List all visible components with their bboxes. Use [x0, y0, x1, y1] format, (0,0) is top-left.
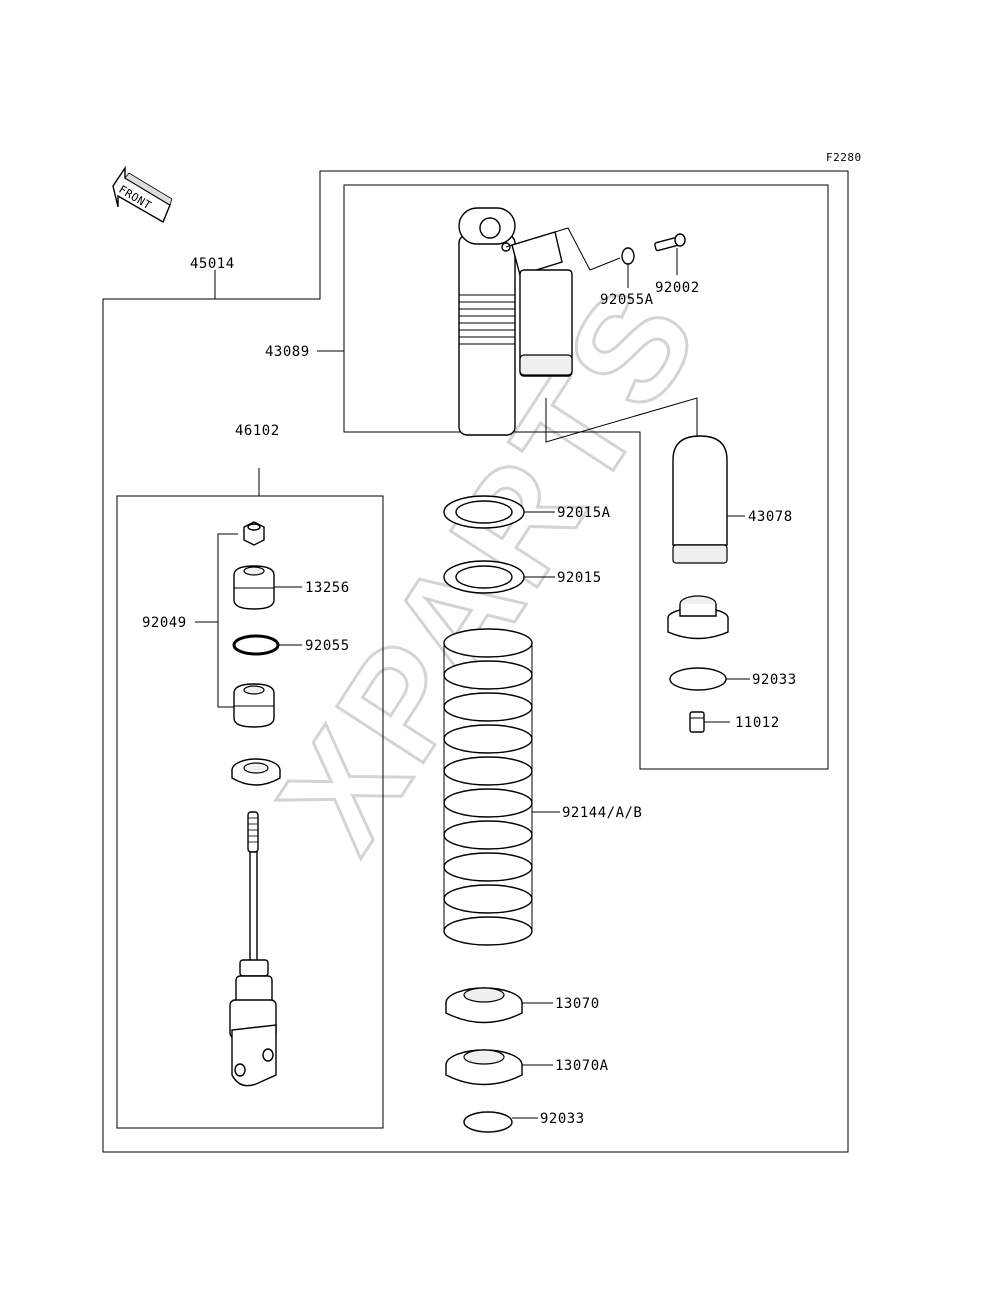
bracket-92049 — [217, 533, 238, 708]
label-11012: 11012 — [735, 715, 780, 731]
bolt-92002-drawing — [654, 233, 686, 252]
label-92015A: 92015A — [557, 505, 611, 521]
figure-code: F2280 — [826, 151, 862, 164]
damper-rod-drawing — [229, 811, 277, 1087]
nut-drawing — [243, 521, 265, 546]
valve-11012-drawing — [689, 711, 705, 733]
bump-stop-seat-drawing — [231, 758, 281, 786]
bushing-13256-drawing — [233, 565, 275, 610]
front-arrow-icon: FRONT — [112, 165, 173, 224]
label-13070: 13070 — [555, 996, 600, 1012]
assembly-frame-45014 — [102, 170, 849, 1153]
label-92144: 92144/A/B — [562, 805, 642, 821]
circlip-92033-bottom-drawing — [463, 1111, 513, 1133]
o-ring-92055A-drawing — [621, 247, 635, 265]
label-92033-top: 92033 — [752, 672, 797, 688]
label-13256: 13256 — [305, 580, 350, 596]
label-92055A: 92055A — [600, 292, 654, 308]
subassembly-frame-43089 — [343, 184, 829, 770]
connector-line — [545, 397, 698, 443]
circlip-92033-top-drawing — [669, 667, 727, 691]
label-92049: 92049 — [142, 615, 187, 631]
reservoir-cap-drawing — [667, 595, 729, 640]
label-92033-bottom: 92033 — [540, 1111, 585, 1127]
label-92015: 92015 — [557, 570, 602, 586]
nut-92015A-drawing — [443, 495, 525, 529]
label-13070A: 13070A — [555, 1058, 609, 1074]
nut-92015-drawing — [443, 560, 525, 594]
leader-shock-body — [505, 227, 621, 271]
label-92002: 92002 — [655, 280, 700, 296]
label-43089: 43089 — [265, 344, 310, 360]
spring-seat-13070-drawing — [445, 987, 523, 1024]
label-92055: 92055 — [305, 638, 350, 654]
bladder-43078-drawing — [672, 435, 728, 564]
shock-body-drawing — [458, 207, 573, 436]
spring-92144-drawing — [443, 628, 533, 946]
bushing-lower-drawing — [233, 683, 275, 728]
label-45014: 45014 — [190, 256, 235, 272]
spring-seat-13070A-drawing — [445, 1049, 523, 1086]
label-46102: 46102 — [235, 423, 280, 439]
o-ring-92055-drawing — [232, 634, 280, 656]
subassembly-frame-46102 — [116, 495, 384, 1129]
label-43078: 43078 — [748, 509, 793, 525]
